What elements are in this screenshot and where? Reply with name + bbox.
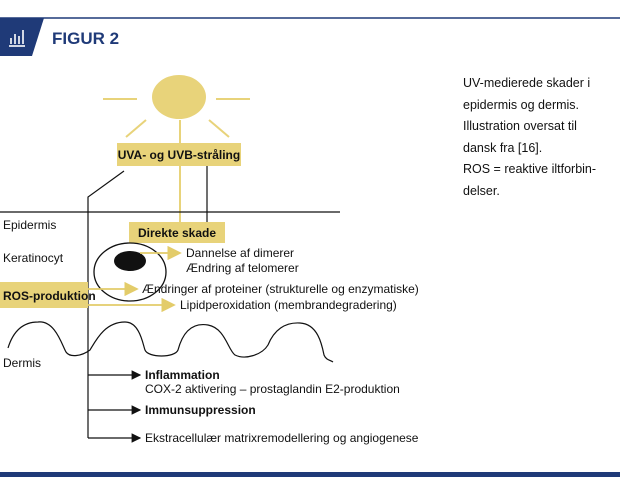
radiation-box — [117, 143, 241, 166]
effect-cox: COX-2 aktivering – prostaglandin E2-prod… — [145, 382, 400, 396]
epidermis-label: Epidermis — [3, 218, 56, 232]
direct-damage-label: Direkte skade — [138, 226, 216, 240]
yellow-arrows — [88, 245, 182, 313]
figure-title: FIGUR 2 — [52, 29, 119, 48]
sun-icon — [103, 75, 250, 222]
caption-line: delser. — [463, 183, 500, 198]
footer-bar — [0, 472, 620, 477]
caption-line: dansk fra [16]. — [463, 140, 543, 155]
basement-membrane-line — [7, 321, 334, 363]
effect-immunosuppression: Immunsuppression — [145, 403, 256, 417]
direct-damage-box — [129, 222, 225, 243]
cell-icon — [93, 242, 167, 302]
nucleus-icon — [114, 251, 146, 271]
caption-line: UV-medierede skader i — [463, 76, 591, 90]
radiation-label: UVA- og UVB-stråling — [118, 148, 240, 162]
bar-chart-icon — [9, 30, 25, 47]
ros-label: ROS-produktion — [3, 289, 96, 303]
connector-lines — [0, 166, 340, 438]
black-arrows — [88, 370, 142, 443]
effect-dimers: Dannelse af dimerer — [186, 246, 294, 260]
keratinocyte-label: Keratinocyt — [3, 251, 64, 265]
caption-line: epidermis og dermis. — [463, 97, 580, 112]
effect-inflammation: Inflammation — [145, 368, 220, 382]
effect-lipid: Lipidperoxidation (membrandegradering) — [180, 298, 397, 312]
header-badge — [0, 18, 44, 56]
effect-proteins: Ændringer af proteiner (strukturelle og … — [142, 282, 419, 296]
ros-box — [0, 282, 88, 308]
effect-ecm: Ekstracellulær matrixremodellering og an… — [145, 431, 419, 445]
dermis-label: Dermis — [3, 356, 41, 370]
caption: UV-medierede skader i epidermis og dermi… — [463, 73, 618, 202]
caption-line: Illustration oversat til — [463, 119, 577, 133]
caption-line: ROS = reaktive iltforbin- — [463, 162, 597, 176]
effect-telomeres: Ændring af telomerer — [186, 261, 299, 275]
